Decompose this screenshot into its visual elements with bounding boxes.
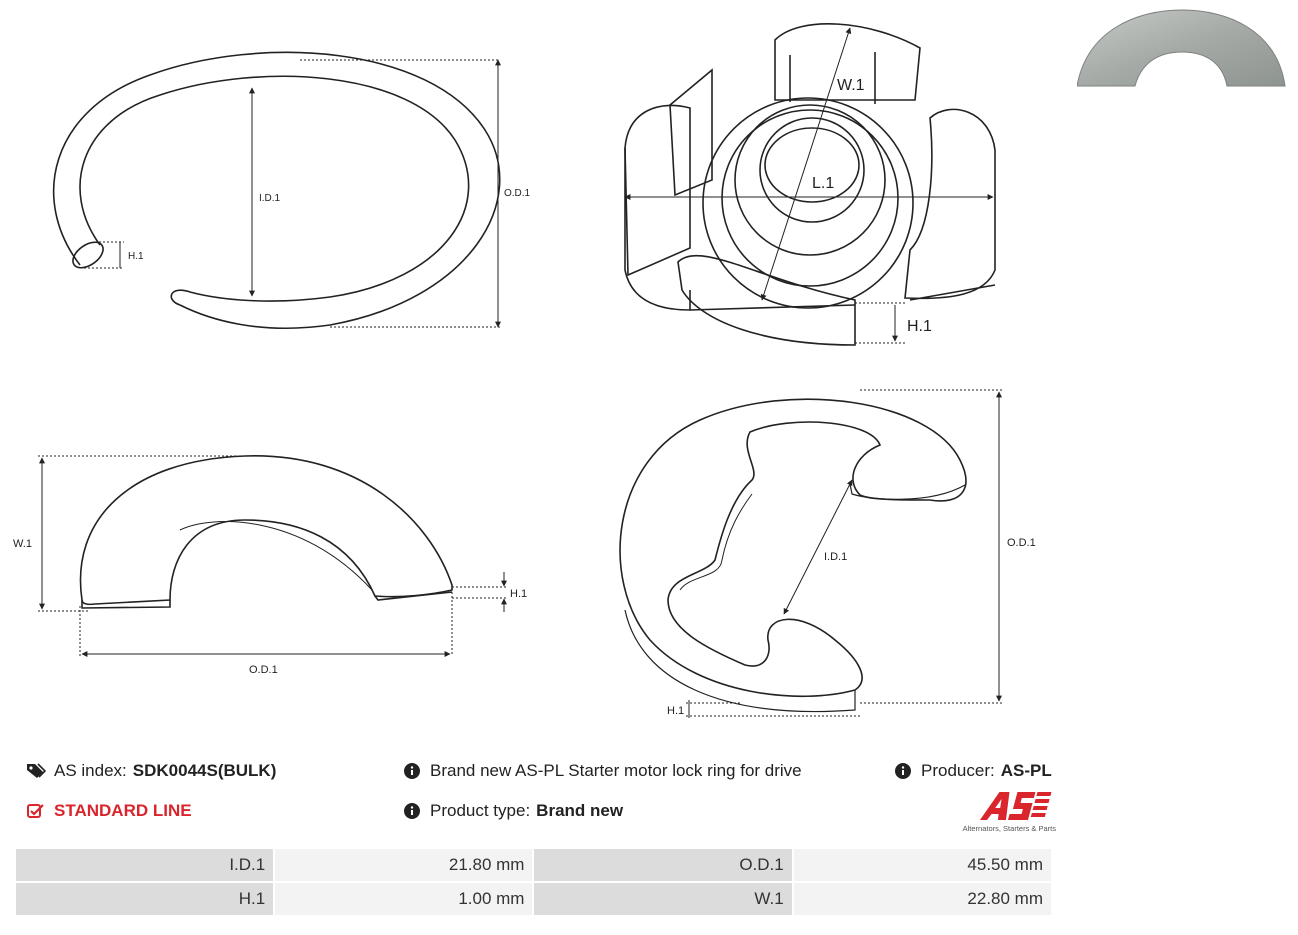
- half-w-label: W.1: [13, 538, 32, 550]
- product-type: Product type: Brand new: [402, 800, 623, 822]
- clip-h-label: H.1: [907, 318, 932, 335]
- ring-od-label: O.D.1: [504, 188, 531, 199]
- spec-key: O.D.1: [534, 849, 792, 881]
- spec-value: 1.00 mm: [275, 883, 533, 915]
- as-index: AS index: SDK0044S(BULK): [26, 760, 276, 782]
- spec-value: 21.80 mm: [275, 849, 533, 881]
- as-index-value: SDK0044S(BULK): [132, 761, 277, 780]
- producer-label: Producer:: [921, 761, 995, 780]
- checkbox-icon: [26, 801, 46, 821]
- spec-table: I.D.1 21.80 mm O.D.1 45.50 mm H.1 1.00 m…: [14, 847, 1053, 917]
- product-line: STANDARD LINE: [26, 800, 192, 822]
- producer: Producer: AS-PL: [893, 760, 1052, 782]
- product-thumbnail[interactable]: [1076, 0, 1287, 88]
- ring-h-label: H.1: [128, 251, 144, 262]
- info-icon: [893, 761, 913, 781]
- as-index-label: AS index:: [54, 761, 127, 780]
- clip-w-label: W.1: [837, 77, 865, 94]
- half-h-label: H.1: [510, 588, 527, 600]
- spring-clip-view: [624, 23, 996, 346]
- info-icon: [402, 761, 422, 781]
- product-description: Brand new AS-PL Starter motor lock ring …: [402, 760, 802, 782]
- product-type-value: Brand new: [536, 801, 624, 820]
- spec-value: 22.80 mm: [793, 883, 1051, 915]
- as-pl-logo: [948, 790, 1054, 834]
- product-line-text: STANDARD LINE: [54, 801, 192, 820]
- table-row: H.1 1.00 mm W.1 22.80 mm: [16, 883, 1051, 915]
- description-text: Brand new AS-PL Starter motor lock ring …: [430, 761, 802, 780]
- producer-value: AS-PL: [1000, 761, 1052, 780]
- spec-key: W.1: [534, 883, 792, 915]
- ring-id-label: I.D.1: [259, 193, 281, 204]
- e-od-label: O.D.1: [1007, 537, 1036, 549]
- e-h-label: H.1: [667, 705, 684, 717]
- spec-value: 45.50 mm: [793, 849, 1051, 881]
- product-type-label: Product type:: [430, 801, 531, 820]
- clip-l-label: L.1: [812, 175, 834, 192]
- spec-key: H.1: [16, 883, 274, 915]
- spec-key: I.D.1: [16, 849, 274, 881]
- half-od-label: O.D.1: [249, 664, 278, 676]
- info-icon: [402, 801, 422, 821]
- e-clip-view: [619, 389, 1002, 718]
- logo-tagline: Alternators, Starters & Parts: [962, 824, 1056, 833]
- tag-icon: [26, 761, 46, 781]
- e-id-label: I.D.1: [824, 551, 847, 563]
- table-row: I.D.1 21.80 mm O.D.1 45.50 mm: [16, 849, 1051, 881]
- half-ring-view: [38, 455, 508, 657]
- technical-drawing: I.D.1 O.D.1 H.1 W.1 L.1 H.1: [13, 23, 1036, 718]
- snap-ring-view: [52, 51, 501, 330]
